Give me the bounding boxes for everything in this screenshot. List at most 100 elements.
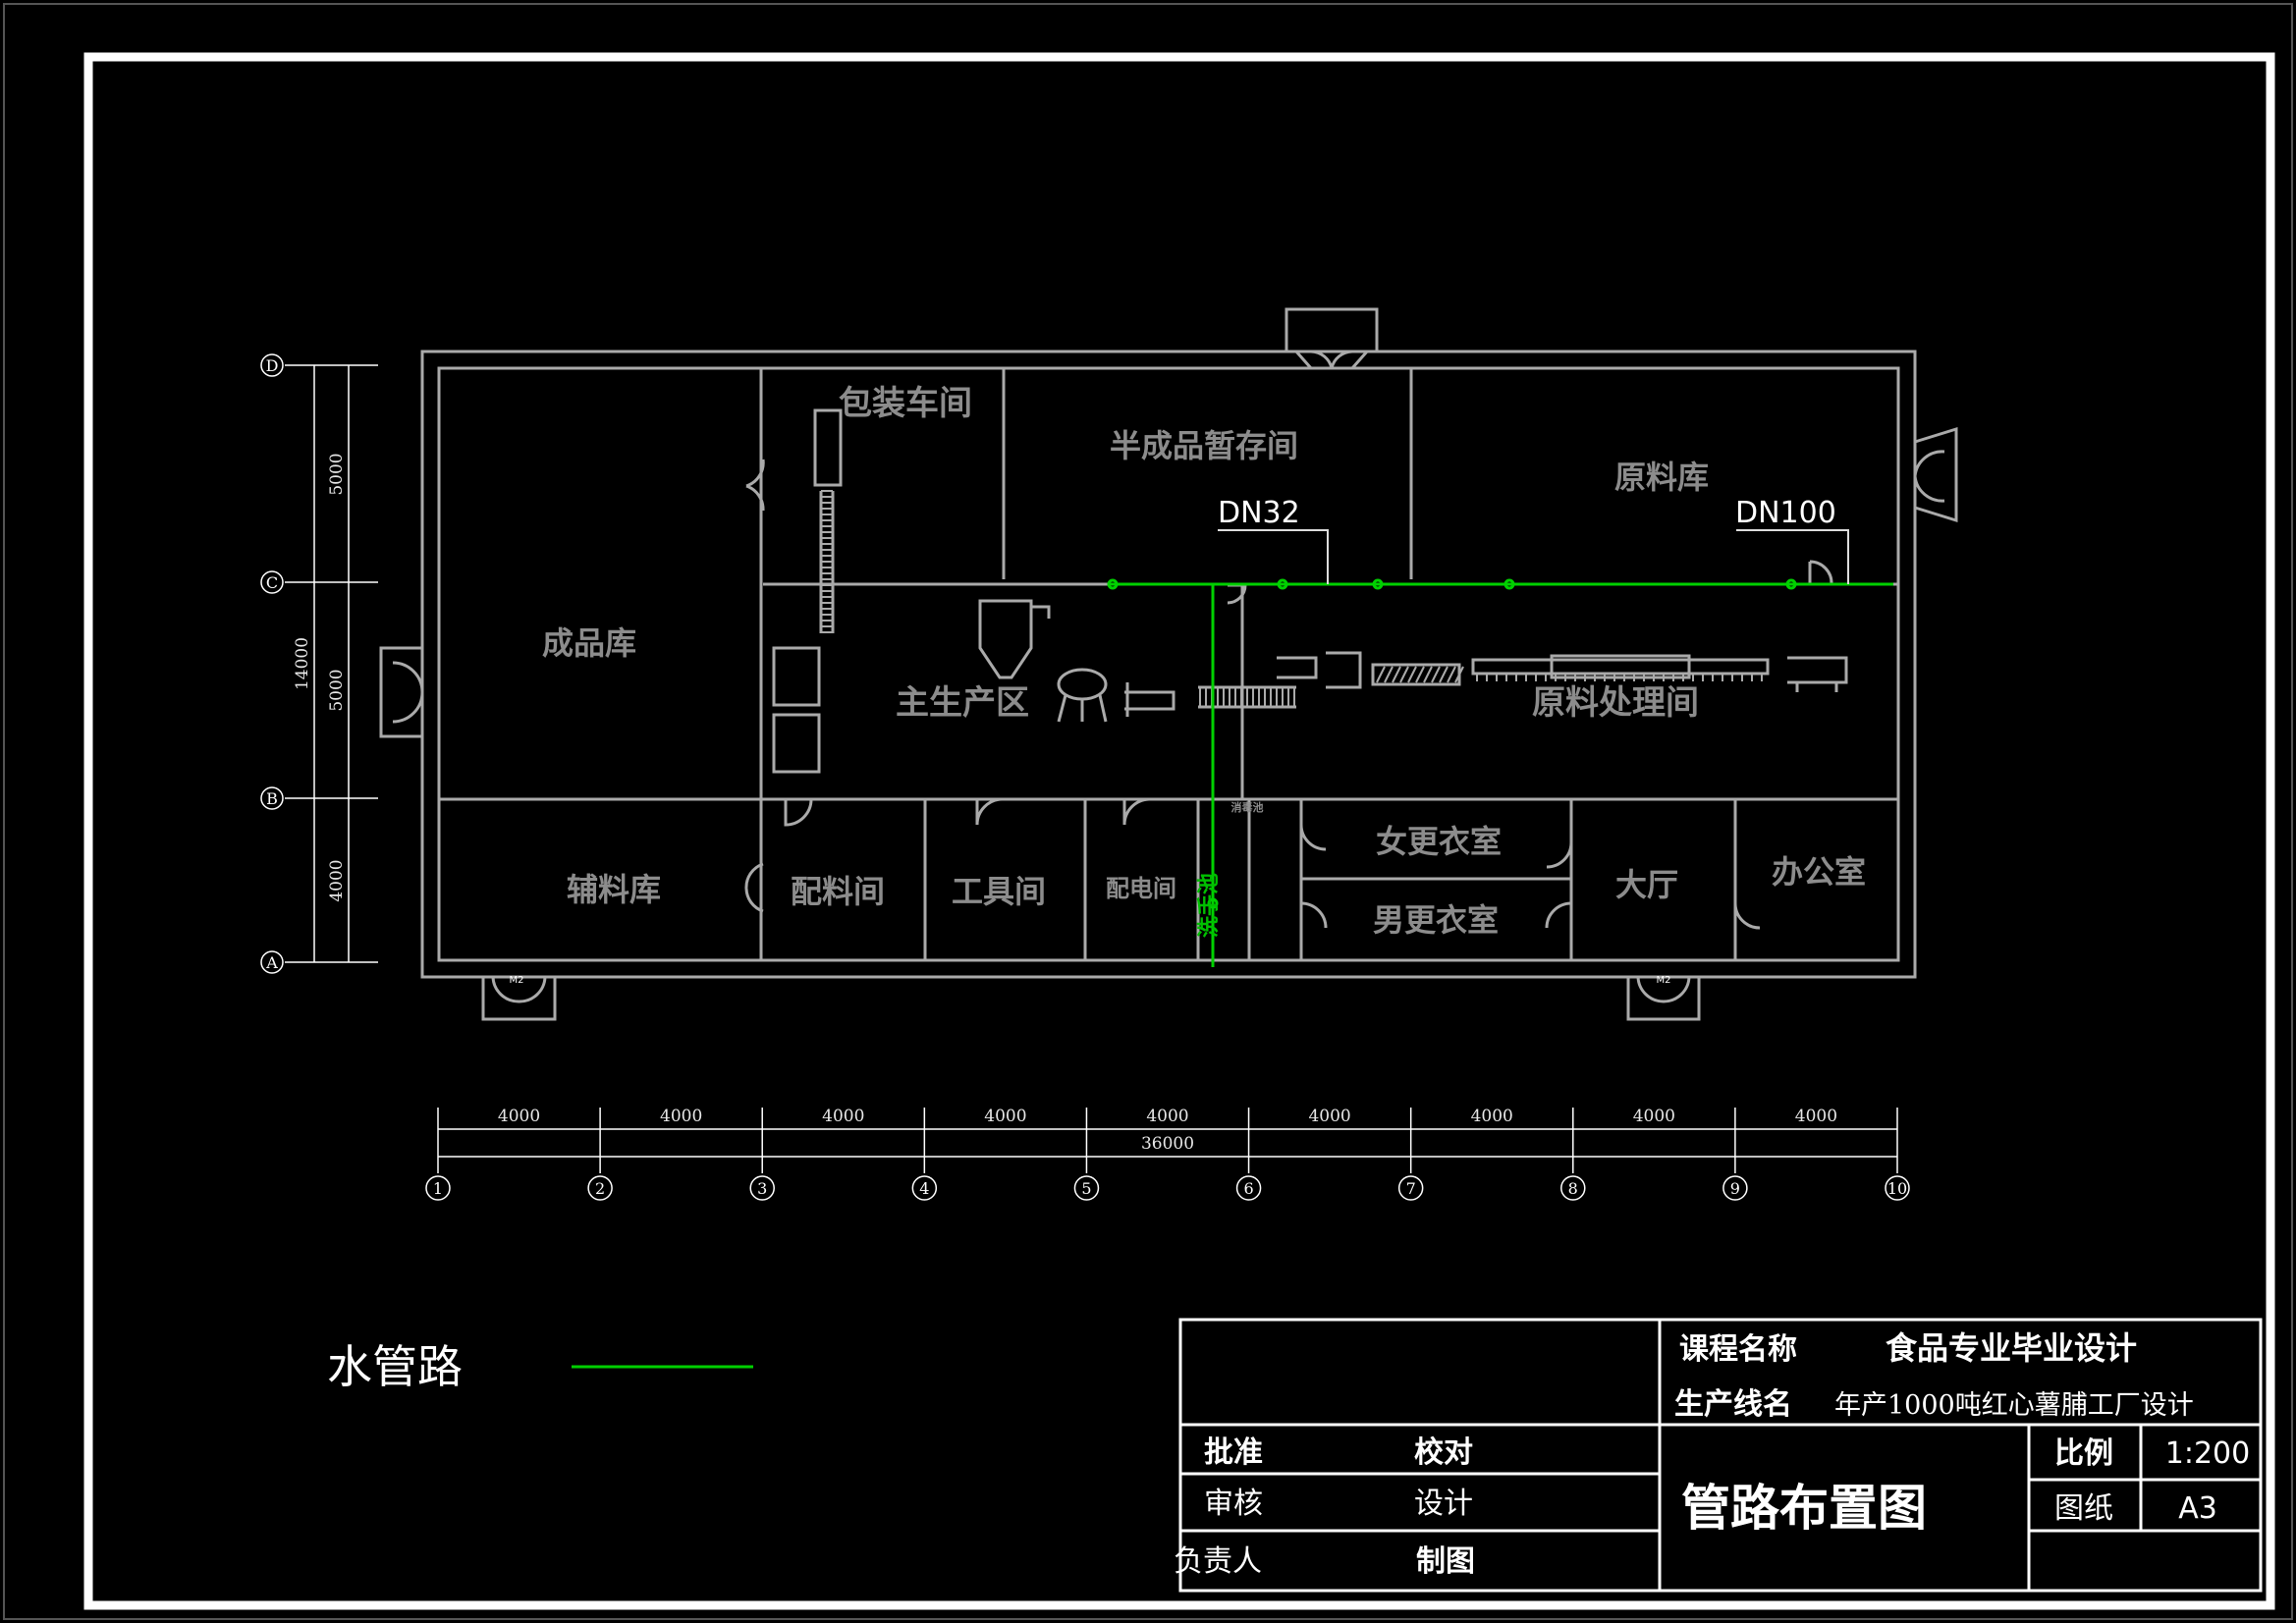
pipe-node bbox=[1785, 578, 1797, 590]
door-code-left: M2 bbox=[510, 975, 524, 986]
responsible-label: 负责人 bbox=[1174, 1544, 1262, 1579]
boiler bbox=[1057, 668, 1108, 701]
draw-label: 制图 bbox=[1416, 1544, 1475, 1579]
col-axis-circle bbox=[1722, 1175, 1748, 1201]
slicer-hatch bbox=[1376, 666, 1386, 683]
row-axis-B: B bbox=[266, 789, 278, 808]
pipe-node bbox=[1503, 578, 1515, 590]
col-axis-circle bbox=[587, 1175, 613, 1201]
west-entrance bbox=[379, 646, 422, 738]
pipe-label-dn32: DN32 bbox=[1218, 496, 1300, 530]
room-raw-processing: 原料处理间 bbox=[1532, 683, 1699, 723]
west-door-swing bbox=[392, 661, 424, 724]
pipe-label-dn100: DN100 bbox=[1735, 496, 1836, 530]
paper-value: A3 bbox=[2178, 1491, 2217, 1526]
room-aux-store: 辅料库 bbox=[567, 871, 661, 908]
col-axis-circle bbox=[425, 1175, 451, 1201]
floor-plan bbox=[379, 307, 1958, 1021]
col-axis-9: 9 bbox=[1730, 1179, 1740, 1198]
pipe-node bbox=[1277, 578, 1288, 590]
col-axis-circle bbox=[1397, 1175, 1424, 1201]
row-dim-1: 5000 bbox=[327, 453, 347, 495]
door-power bbox=[1122, 797, 1150, 826]
row-axis-circle-B bbox=[260, 786, 284, 810]
dn100-leader bbox=[1736, 529, 1849, 584]
water-pipe bbox=[1107, 578, 1893, 967]
col-axis-circle bbox=[1885, 1175, 1910, 1201]
col-axis-1: 1 bbox=[433, 1179, 443, 1198]
south-entrance-right bbox=[1626, 977, 1701, 1021]
scale-value: 1:200 bbox=[2165, 1436, 2250, 1471]
col-axis-3: 3 bbox=[757, 1179, 767, 1198]
door-batching bbox=[784, 798, 813, 827]
col-axis-circle bbox=[1560, 1175, 1586, 1201]
south-door-swing-left bbox=[491, 976, 547, 1003]
south-entrance-left bbox=[481, 977, 557, 1021]
slicer-hatch bbox=[1399, 666, 1409, 683]
door-locker-f bbox=[1299, 824, 1327, 851]
table bbox=[1326, 651, 1362, 689]
dn32-leader bbox=[1218, 529, 1329, 584]
col-axis-2: 2 bbox=[595, 1179, 605, 1198]
col-axis-circle bbox=[911, 1175, 938, 1201]
col-axis-circle bbox=[1073, 1175, 1100, 1201]
row-dim-total: 14000 bbox=[293, 637, 312, 690]
row-dim-3: 4000 bbox=[327, 859, 347, 901]
tank-2 bbox=[772, 713, 821, 774]
east-door-swing bbox=[1913, 450, 1945, 503]
door-aux bbox=[744, 862, 764, 913]
row-axis-C: C bbox=[266, 573, 278, 592]
north-entrance bbox=[1285, 307, 1379, 352]
door-hall bbox=[1545, 841, 1573, 929]
row-grid-text: D C B A 5000 5000 4000 14000 bbox=[265, 356, 347, 972]
course-value: 食品专业毕业设计 bbox=[1886, 1329, 2137, 1367]
roller-ticks bbox=[821, 490, 1763, 707]
room-labels: 包装车间 半成品暂存间 原料库 成品库 主生产区 原料处理间 辅料库 配料间 工… bbox=[510, 384, 1867, 986]
room-power: 配电间 bbox=[1106, 875, 1176, 902]
col-dim-1: 4000 bbox=[498, 1107, 540, 1126]
slicer-hatch bbox=[1431, 666, 1441, 683]
slicer-hatch bbox=[1407, 666, 1417, 683]
col-dim-7: 4000 bbox=[1471, 1107, 1513, 1126]
col-axis-5: 5 bbox=[1081, 1179, 1091, 1198]
hopper bbox=[978, 599, 1051, 679]
title-block-text: 课程名称 食品专业毕业设计 生产线名 年产1000吨红心薯脯工厂设计 批准 校对… bbox=[1174, 1329, 2250, 1579]
col-dim-8: 4000 bbox=[1633, 1107, 1675, 1126]
col-dim-9: 4000 bbox=[1795, 1107, 1837, 1126]
room-hall: 大厅 bbox=[1615, 866, 1678, 903]
col-dim-4: 4000 bbox=[984, 1107, 1026, 1126]
drawing-title: 管路布置图 bbox=[1681, 1480, 1927, 1537]
pipe-node bbox=[1372, 578, 1384, 590]
col-axis-10: 10 bbox=[1887, 1179, 1907, 1198]
title-block bbox=[1178, 1318, 2263, 1593]
room-disinfection: 消毒池 bbox=[1231, 800, 1264, 814]
col-dim-3: 4000 bbox=[822, 1107, 864, 1126]
col-axis-circle bbox=[749, 1175, 775, 1201]
slicer-hatch bbox=[1447, 666, 1456, 683]
slicer-hatch bbox=[1439, 666, 1449, 683]
col-axis-8: 8 bbox=[1568, 1179, 1578, 1198]
row-axis-circle-C bbox=[260, 570, 284, 594]
row-dim-2: 5000 bbox=[327, 669, 347, 711]
door-pack bbox=[745, 459, 765, 512]
door-locker-m bbox=[1300, 901, 1328, 929]
row-axis-A: A bbox=[265, 953, 278, 972]
outer-wall bbox=[420, 350, 1917, 979]
door-office bbox=[1733, 902, 1761, 930]
pipe-node bbox=[1207, 897, 1219, 909]
cart bbox=[1124, 682, 1175, 717]
pipe-node bbox=[1107, 578, 1119, 590]
tank-1 bbox=[772, 646, 821, 707]
east-entrance bbox=[1914, 426, 1958, 523]
boiler-legs bbox=[1057, 694, 1108, 723]
slicer-hatch bbox=[1454, 666, 1464, 683]
room-office: 办公室 bbox=[1772, 853, 1866, 891]
output-table bbox=[1787, 656, 1848, 692]
pipe-leaders bbox=[1218, 529, 1849, 584]
north-door-swing bbox=[1294, 350, 1369, 369]
room-packaging: 包装车间 bbox=[839, 384, 972, 423]
col-axis-4: 4 bbox=[919, 1179, 929, 1198]
paper-label: 图纸 bbox=[2054, 1491, 2113, 1526]
